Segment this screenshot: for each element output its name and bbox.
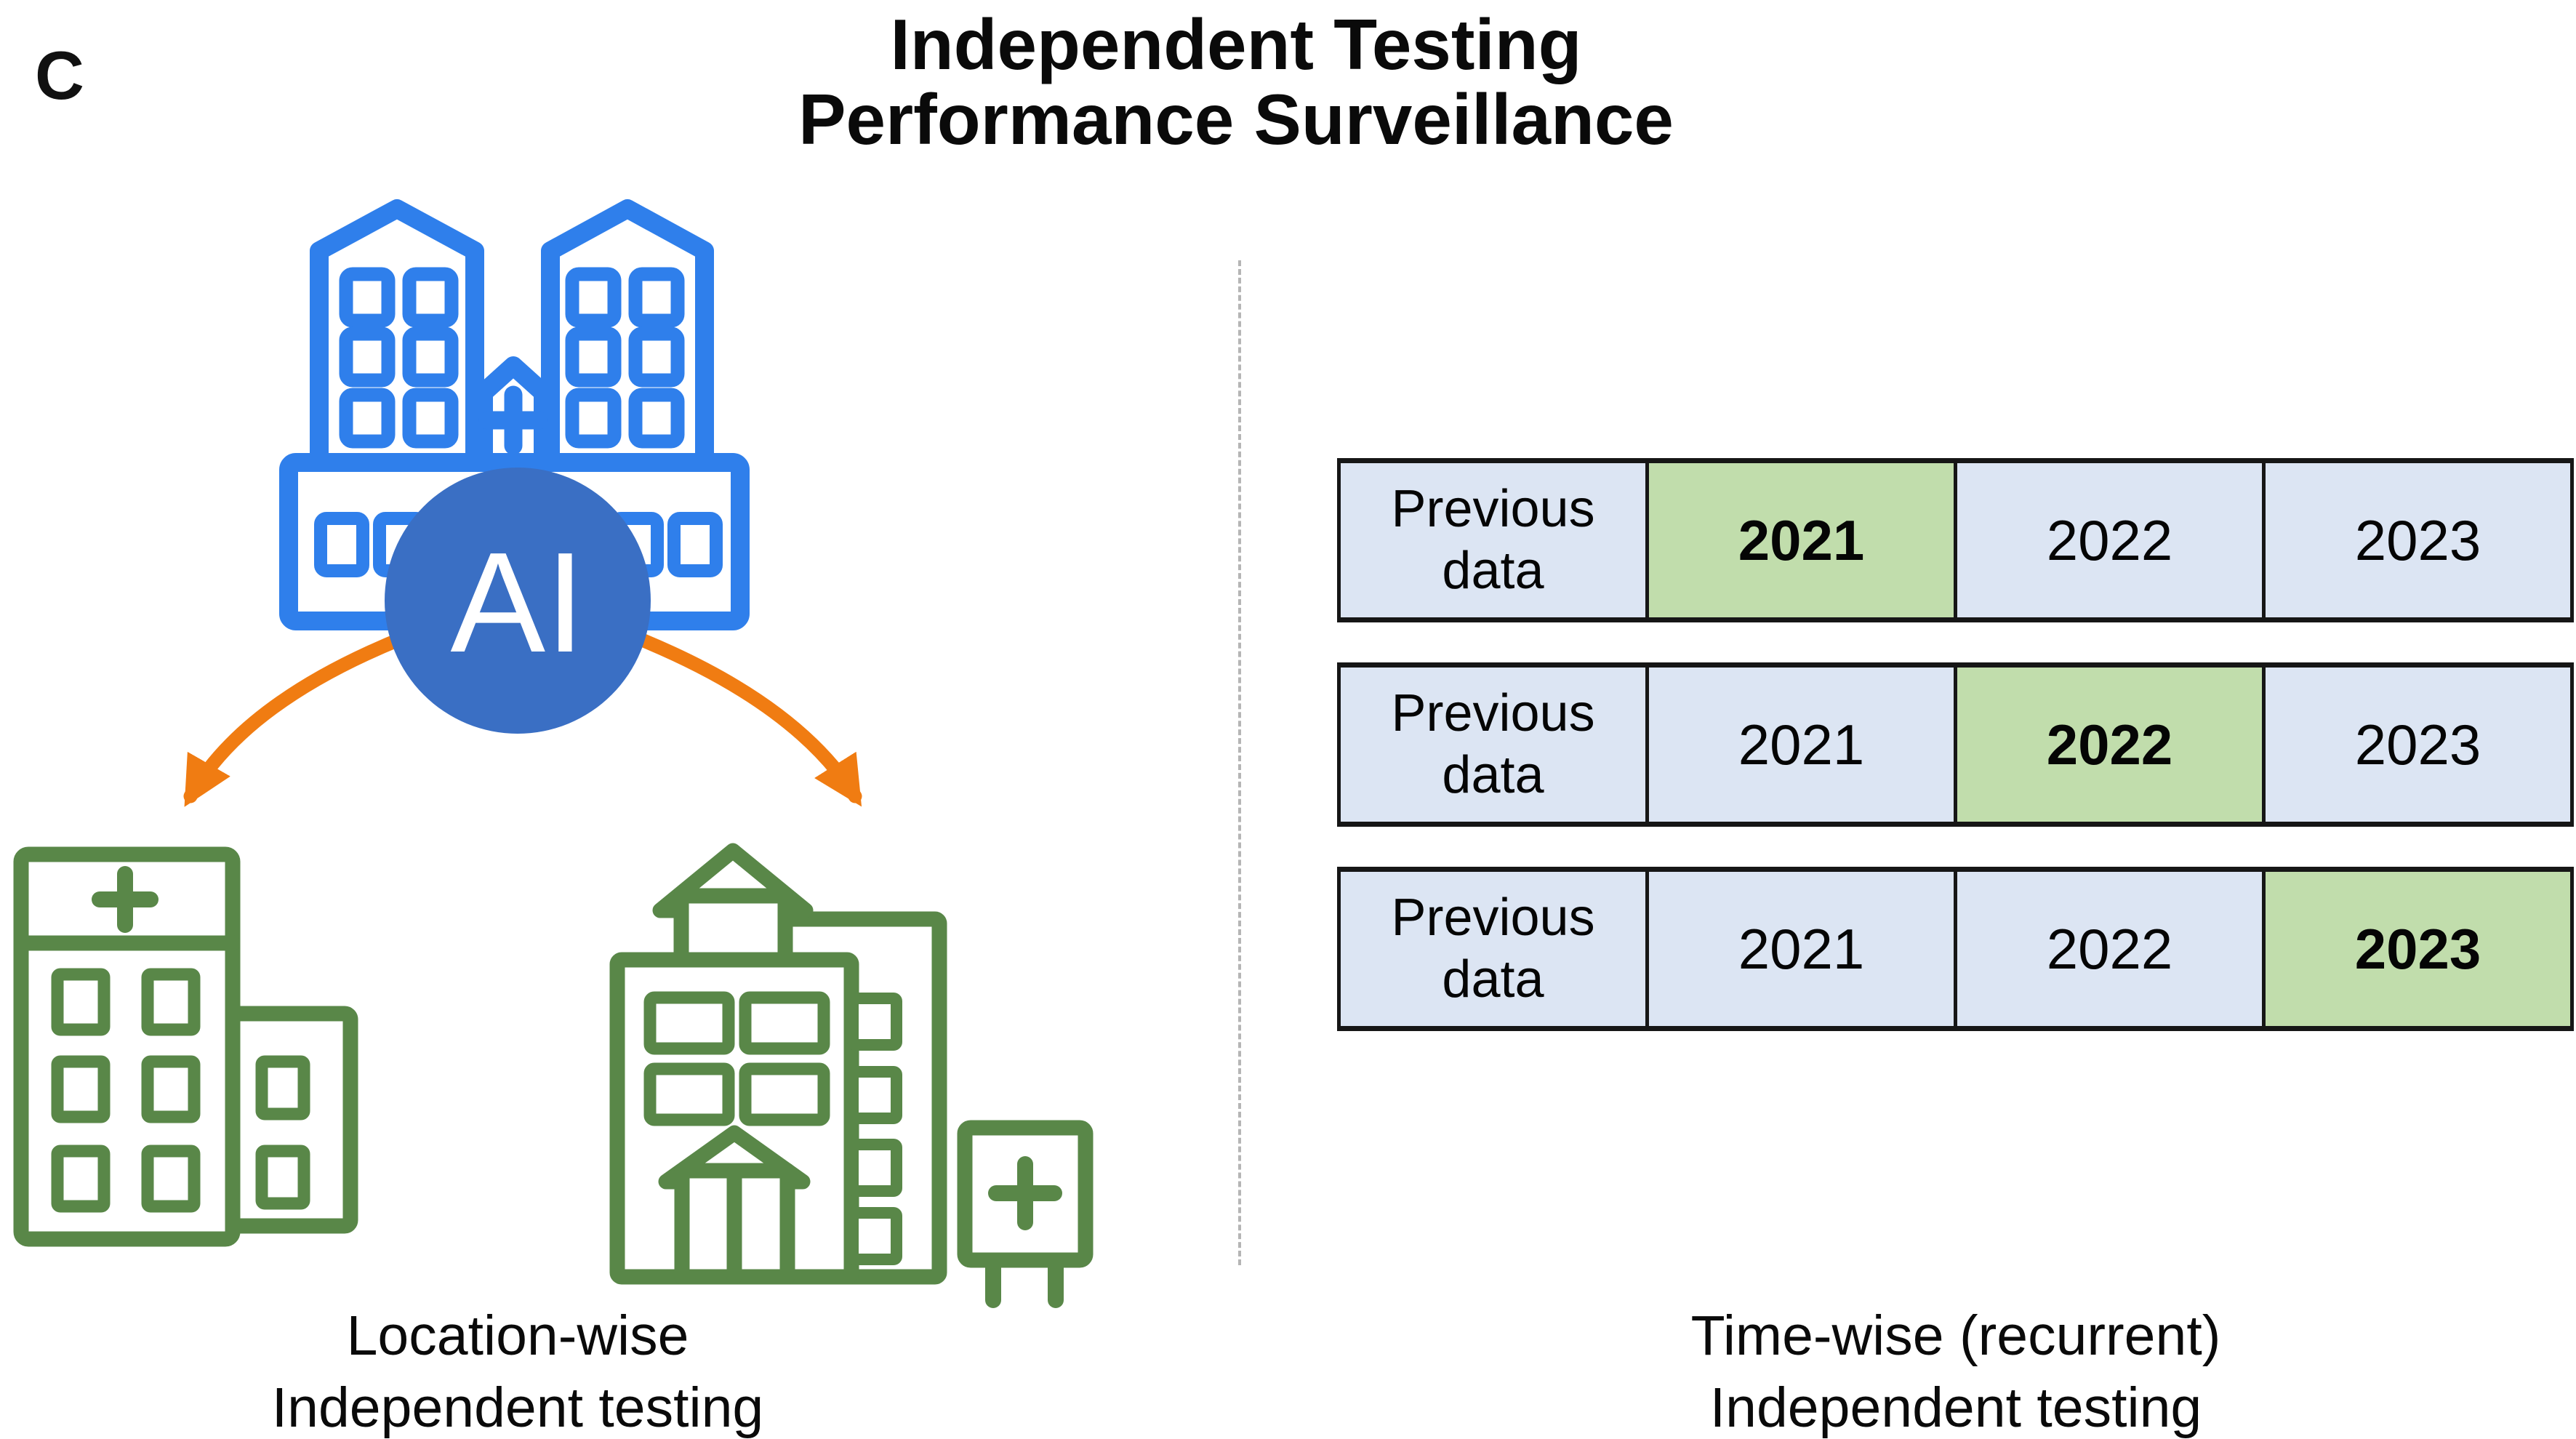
cell-year-2022: 2022 (1957, 668, 2266, 822)
section-divider-dashed-line (1238, 260, 1241, 1265)
cell-year-2022: 2022 (1957, 872, 2266, 1026)
location-wise-caption: Location-wise Independent testing (81, 1300, 954, 1439)
cell-previous-data: Previous data (1341, 668, 1649, 822)
cell-year-2021: 2021 (1649, 668, 1957, 822)
time-wise-caption: Time-wise (recurrent) Independent testin… (1520, 1300, 2392, 1439)
figure-title-line2: Performance Surveillance (798, 79, 1674, 159)
cell-year-2023: 2023 (2266, 872, 2570, 1026)
location-wise-caption-line2: Independent testing (271, 1376, 764, 1439)
timeline-row-2022: Previous data 2021 2022 2023 (1337, 662, 2574, 827)
panel-letter: C (35, 37, 84, 113)
hospital-green-right-icon (609, 843, 1094, 1308)
hospital-green-left-icon (13, 846, 358, 1247)
time-wise-caption-line2: Independent testing (1709, 1376, 2202, 1439)
location-wise-caption-line1: Location-wise (346, 1304, 689, 1367)
figure-title: Independent Testing Performance Surveill… (691, 7, 1781, 157)
curved-arrow-left-icon (183, 618, 444, 807)
cell-year-2021: 2021 (1649, 872, 1957, 1026)
cell-year-2022: 2022 (1957, 463, 2266, 617)
cell-year-2023: 2023 (2266, 463, 2570, 617)
curved-arrow-right-icon (593, 617, 862, 807)
location-wise-illustration: AI (13, 199, 1094, 1308)
ai-circle-badge: AI (385, 468, 651, 734)
ai-label: AI (450, 523, 585, 682)
figure-title-line1: Independent Testing (890, 4, 1582, 84)
cell-previous-data: Previous data (1341, 463, 1649, 617)
timeline-row-2021: Previous data 2021 2022 2023 (1337, 458, 2574, 622)
timeline-row-2023: Previous data 2021 2022 2023 (1337, 867, 2574, 1031)
cell-previous-data: Previous data (1341, 872, 1649, 1026)
deployment-arrows (183, 617, 862, 807)
cell-year-2023: 2023 (2266, 668, 2570, 822)
cell-year-2021: 2021 (1649, 463, 1957, 617)
time-wise-caption-line1: Time-wise (recurrent) (1690, 1304, 2221, 1367)
